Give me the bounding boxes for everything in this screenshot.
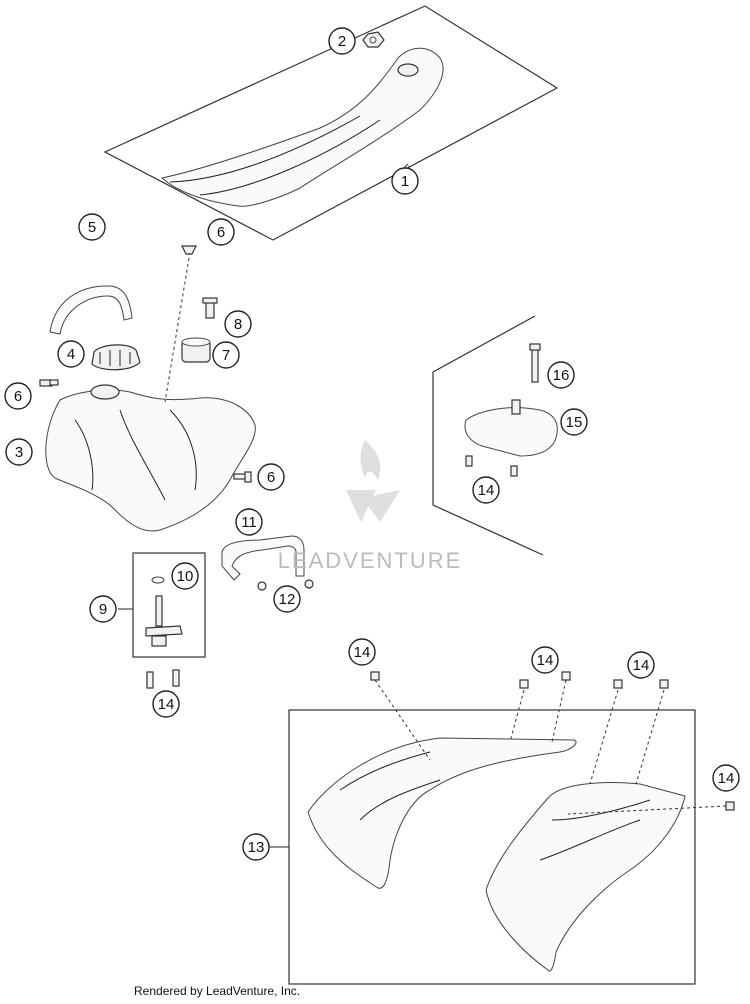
svg-text:6: 6 xyxy=(217,224,225,241)
svg-text:2: 2 xyxy=(338,33,346,50)
screw-left xyxy=(39,379,59,387)
callout-2[interactable]: 2 xyxy=(328,27,356,55)
rubber-bushing xyxy=(181,337,211,363)
callout-14-b[interactable]: 14 xyxy=(531,646,559,674)
svg-text:3: 3 xyxy=(15,444,23,461)
svg-text:10: 10 xyxy=(177,568,194,585)
svg-text:6: 6 xyxy=(14,388,22,405)
svg-text:7: 7 xyxy=(222,347,230,364)
svg-text:14: 14 xyxy=(718,770,735,787)
svg-text:12: 12 xyxy=(279,591,296,608)
watermark-logo xyxy=(346,440,400,522)
svg-text:5: 5 xyxy=(88,219,96,236)
callout-8[interactable]: 8 xyxy=(224,310,252,338)
callout-14-a[interactable]: 14 xyxy=(348,638,376,666)
callout-5[interactable]: 5 xyxy=(78,213,106,241)
svg-text:13: 13 xyxy=(248,839,265,856)
svg-text:9: 9 xyxy=(99,601,107,618)
footer-credit: Rendered by LeadVenture, Inc. xyxy=(134,984,301,998)
seat-frame xyxy=(103,5,559,241)
callout-14-filter[interactable]: 14 xyxy=(472,476,500,504)
filter-cover xyxy=(464,399,558,457)
watermark-text: LEADVENTURE xyxy=(278,548,463,573)
callout-1[interactable]: 1 xyxy=(391,167,419,195)
svg-text:14: 14 xyxy=(537,652,554,669)
svg-text:1: 1 xyxy=(401,173,409,190)
svg-text:16: 16 xyxy=(553,367,570,384)
callout-14-d[interactable]: 14 xyxy=(712,764,740,792)
svg-text:6: 6 xyxy=(267,469,275,486)
seat xyxy=(160,47,444,207)
bolt-16 xyxy=(529,343,541,383)
breather-hose xyxy=(49,285,133,335)
callout-16[interactable]: 16 xyxy=(547,361,575,389)
svg-text:8: 8 xyxy=(234,316,242,333)
svg-text:14: 14 xyxy=(478,482,495,499)
fuel-tank xyxy=(45,389,256,532)
callout-6-right[interactable]: 6 xyxy=(257,463,285,491)
screw-right xyxy=(233,471,252,483)
svg-text:4: 4 xyxy=(67,346,75,363)
callout-13[interactable]: 13 xyxy=(242,833,270,861)
callout-12[interactable]: 12 xyxy=(273,585,301,613)
svg-text:14: 14 xyxy=(633,657,650,674)
fuel-cap xyxy=(91,344,141,371)
callout-15[interactable]: 15 xyxy=(560,408,588,436)
airbox-frame xyxy=(432,315,544,556)
svg-text:14: 14 xyxy=(158,696,175,713)
callout-4[interactable]: 4 xyxy=(57,340,85,368)
left-side-panel xyxy=(307,737,577,889)
callout-7[interactable]: 7 xyxy=(212,341,240,369)
callout-3[interactable]: 3 xyxy=(5,438,33,466)
callout-9[interactable]: 9 xyxy=(89,595,117,623)
fuel-tap-box xyxy=(132,552,206,658)
callout-10[interactable]: 10 xyxy=(171,562,199,590)
callout-14-c[interactable]: 14 xyxy=(627,651,655,679)
bolt-8 xyxy=(202,297,218,319)
callout-6-left[interactable]: 6 xyxy=(4,382,32,410)
callout-6-top[interactable]: 6 xyxy=(207,218,235,246)
callout-14-tap[interactable]: 14 xyxy=(152,690,180,718)
right-side-panel xyxy=(485,782,686,972)
fuel-hose xyxy=(221,535,305,581)
svg-text:11: 11 xyxy=(241,514,257,531)
svg-text:14: 14 xyxy=(354,644,371,661)
callout-11[interactable]: 11 xyxy=(235,508,263,536)
fuel-tap xyxy=(145,595,183,647)
svg-text:15: 15 xyxy=(566,414,583,431)
